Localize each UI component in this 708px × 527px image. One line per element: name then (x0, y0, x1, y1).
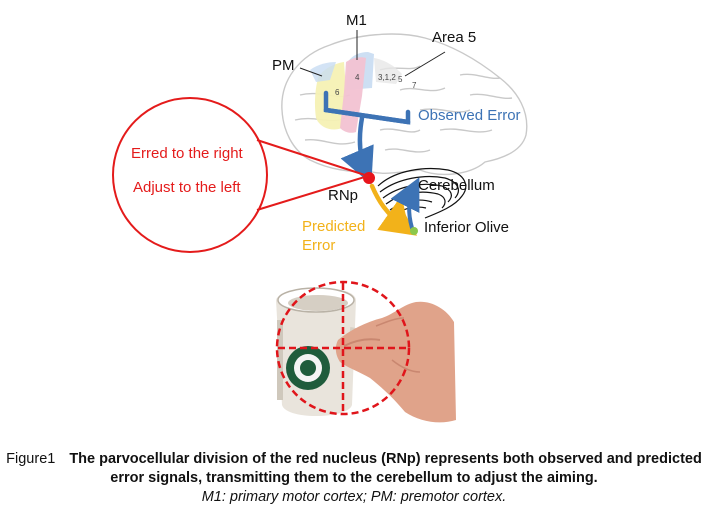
area-3-1-2-region (374, 58, 402, 84)
label-pm: PM (272, 57, 295, 74)
mug-photo (276, 287, 372, 416)
area-number-6: 6 (335, 88, 340, 97)
label-inferior-olive: Inferior Olive (424, 219, 509, 236)
aiming-crosshair (275, 280, 411, 416)
label-error: Error (302, 237, 335, 254)
cortex-blue-left (310, 62, 336, 82)
label-adjust-left: Adjust to the left (133, 179, 241, 196)
label-area5: Area 5 (432, 29, 476, 46)
area-number-4: 4 (355, 73, 360, 82)
area5-leader-line (404, 51, 446, 77)
error-callout-pointer (256, 139, 372, 211)
area-number-5: 5 (398, 75, 403, 84)
label-predicted: Predicted (302, 218, 365, 235)
label-cerebellum: Cerebellum (418, 177, 495, 194)
area-number-7: 7 (412, 81, 417, 90)
figure-caption: Figure1 The parvocellular division of the… (0, 450, 708, 507)
label-m1: M1 (346, 12, 367, 29)
observed-error-pathway (323, 90, 411, 185)
caption-main-text: The parvocellular division of the red nu… (69, 451, 702, 486)
brain-diagram: 4 3,1,2 5 6 7 M1 Area 5 PM Observed Erro… (112, 12, 528, 432)
hand-photo (335, 301, 456, 423)
label-observed-error: Observed Error (418, 107, 521, 124)
olive-to-cerebellum-arrow (390, 177, 420, 230)
caption-abbreviations: M1: primary motor cortex; PM: premotor c… (201, 489, 507, 505)
inferior-olive-dot (410, 227, 418, 235)
reaching-photo (274, 280, 456, 432)
area-number-312: 3,1,2 (378, 73, 396, 82)
pm-leader-line (299, 67, 323, 77)
label-erred-right: Erred to the right (131, 145, 244, 162)
label-rnp: RNp (328, 187, 358, 204)
error-callout-circle (112, 97, 268, 253)
caption-prefix: Figure1 (6, 451, 56, 467)
